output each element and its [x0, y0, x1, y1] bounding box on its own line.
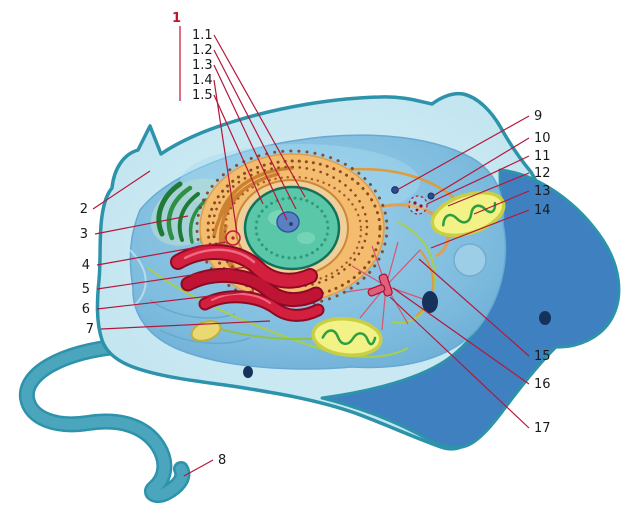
red-organelle: [170, 244, 325, 322]
label-7: 7: [86, 322, 94, 337]
label-3: 3: [80, 227, 88, 242]
vesicle-dots: [243, 186, 551, 378]
label-1-2: 1.2: [192, 43, 213, 58]
label-12: 12: [534, 166, 551, 181]
label-2: 2: [80, 202, 88, 217]
vesicle-circle: [225, 230, 241, 246]
centriole: [345, 241, 427, 331]
label-17: 17: [534, 421, 551, 436]
flagellum: [18, 338, 191, 504]
label-4: 4: [82, 258, 90, 273]
label-1-1: 1.1: [192, 28, 213, 43]
chromatin-speckles: [254, 196, 330, 260]
label-1: 1: [172, 11, 181, 26]
label-14: 14: [534, 203, 551, 218]
mitochondrion-lower: [311, 316, 383, 358]
label-13: 13: [534, 184, 551, 199]
label-16: 16: [534, 377, 551, 392]
label-1-3: 1.3: [192, 58, 213, 73]
label-8: 8: [218, 453, 226, 468]
vacuole: [453, 243, 487, 277]
label-1-4: 1.4: [192, 73, 213, 88]
label-5: 5: [82, 282, 90, 297]
lysosome: [408, 195, 428, 215]
nucleolus: [276, 211, 300, 233]
label-1-5: 1.5: [192, 88, 213, 103]
label-15: 15: [534, 349, 551, 364]
chromatin-patch: [297, 232, 315, 244]
label-11: 11: [534, 149, 551, 164]
label-9: 9: [534, 109, 542, 124]
labels: 1 1.1 1.2 1.3 1.4 1.5 2 3 4 5 6 7 8 9 10…: [80, 11, 551, 468]
nucleolus-core: [289, 222, 293, 226]
peroxisome: [190, 320, 222, 342]
label-6: 6: [82, 302, 90, 317]
mitochondrion-right: [430, 190, 506, 238]
leader-lines: [92, 26, 530, 477]
label-10: 10: [534, 131, 551, 146]
